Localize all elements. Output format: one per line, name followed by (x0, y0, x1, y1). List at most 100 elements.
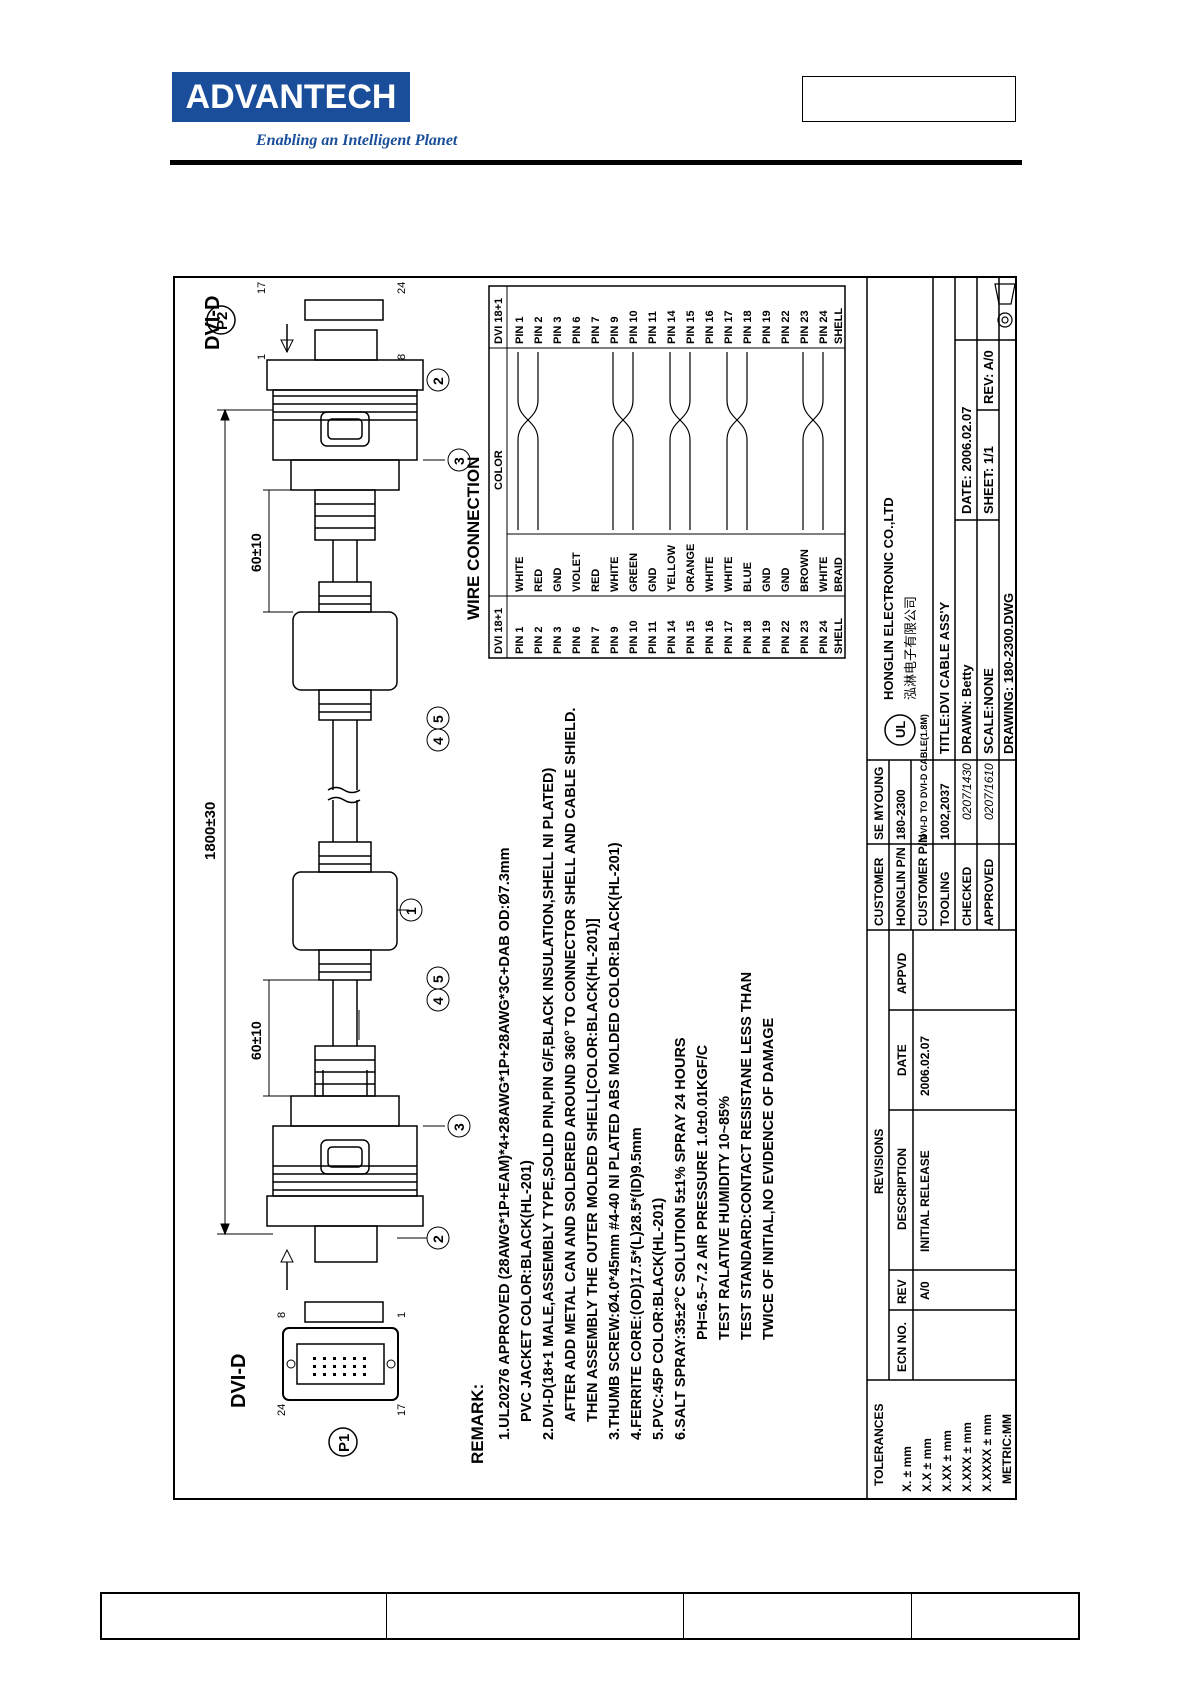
svg-text:PIN 16: PIN 16 (704, 620, 716, 654)
svg-text:WHITE: WHITE (818, 557, 830, 592)
remark-line-4: AFTER ADD METAL CAN AND SOLDERED AROUND … (563, 708, 579, 1422)
p1-ref: P1 (336, 1434, 353, 1452)
svg-text:PIN 17: PIN 17 (723, 310, 735, 344)
p1-ref-circle (328, 1427, 358, 1457)
svg-text:0207/1610: 0207/1610 (982, 763, 996, 820)
svg-text:DESCRIPTION: DESCRIPTION (895, 1148, 909, 1230)
p1-pin-1: 1 (396, 1312, 408, 1318)
header-divider (170, 160, 1022, 165)
svg-text:X.X ± mm: X.X ± mm (920, 1438, 934, 1492)
p1-connector-face (282, 1327, 399, 1401)
svg-text:GND: GND (552, 568, 564, 593)
footer-cell (387, 1594, 684, 1638)
svg-text:PIN 23: PIN 23 (799, 310, 811, 344)
svg-text:PIN 18: PIN 18 (742, 310, 754, 344)
svg-text:WHITE: WHITE (723, 557, 735, 592)
svg-text:ORANGE: ORANGE (685, 544, 697, 592)
svg-text:2: 2 (430, 1235, 446, 1243)
p1-pin-8: 8 (276, 1312, 288, 1318)
remark-line-10: PH=6.5~7.2 AIR PRESSURE 1.0±0.01KGF/C (695, 1044, 711, 1340)
drawing-border (173, 276, 1017, 1500)
projection-symbol-icon (994, 283, 1016, 328)
svg-text:PIN 6: PIN 6 (571, 316, 583, 344)
svg-text:BRAID: BRAID (833, 557, 845, 592)
svg-text:PIN 1: PIN 1 (514, 626, 526, 654)
drawing-title: TITLE:DVI CABLE ASS'Y (937, 602, 952, 754)
p2-ref-circle (206, 305, 236, 335)
advantech-logo: ADVANTECH (172, 72, 410, 122)
svg-text:1002,2037: 1002,2037 (938, 783, 952, 840)
svg-text:1: 1 (403, 907, 419, 915)
svg-text:DVI-D TO DVI-D CABLE(1.8M): DVI-D TO DVI-D CABLE(1.8M) (919, 714, 929, 840)
svg-text:APPVD: APPVD (895, 952, 909, 994)
svg-text:PIN 22: PIN 22 (780, 310, 792, 344)
svg-text:PIN 6: PIN 6 (571, 626, 583, 654)
svg-text:3: 3 (451, 1123, 467, 1131)
svg-text:DVI 18+1: DVI 18+1 (493, 608, 505, 654)
p1-pin-17: 17 (396, 1404, 408, 1416)
svg-text:A/0: A/0 (918, 1281, 932, 1300)
svg-text:PIN 7: PIN 7 (590, 626, 602, 654)
svg-text:PIN 15: PIN 15 (685, 620, 697, 654)
svg-text:X. ± mm: X. ± mm (900, 1446, 914, 1492)
svg-text:UL: UL (893, 721, 908, 738)
svg-text:PIN 14: PIN 14 (666, 619, 678, 654)
svg-text:INITIAL RELEASE: INITIAL RELEASE (918, 1150, 932, 1252)
svg-text:CUSTOMER: CUSTOMER (872, 857, 886, 926)
svg-text:PIN 2: PIN 2 (533, 316, 545, 344)
svg-text:BLUE: BLUE (742, 562, 754, 592)
svg-text:GND: GND (780, 568, 792, 593)
svg-text:PIN 7: PIN 7 (590, 316, 602, 344)
svg-text:X.XXXX ± mm: X.XXXX ± mm (980, 1414, 994, 1492)
svg-text:RED: RED (533, 569, 545, 592)
svg-text:DATE: DATE (895, 1044, 909, 1076)
drawing-number: DRAWING: 180-2300.DWG (1001, 593, 1016, 754)
overall-length-dim: 1800±30 (202, 802, 219, 860)
title-block (866, 276, 1017, 1500)
svg-text:RED: RED (590, 569, 602, 592)
p1-dust-cap (304, 1301, 384, 1323)
right-boot-dim: 60±10 (248, 533, 264, 572)
title-block-text: TOLERANCES X. ± mm X.X ± mm X.XX ± mm X.… (872, 283, 1016, 1492)
footer-cell (684, 1594, 912, 1638)
svg-text:PIN 19: PIN 19 (761, 620, 773, 654)
drawing-scale: SCALE:NONE (981, 668, 996, 754)
svg-text:WHITE: WHITE (609, 557, 621, 592)
remark-line-9: 6.SALT SPRAY:35±2°C SOLUTION 5±1% SPRAY … (673, 1037, 689, 1440)
svg-text:TOOLING: TOOLING (938, 872, 952, 926)
remark-line-7: 4.FERRITE CORE:(OD)17.5*(L)28.5*(ID)9.5m… (629, 1127, 645, 1440)
svg-text:SHELL: SHELL (833, 308, 845, 344)
cable-assembly-drawing: DVI-D P1 24 8 17 1 (173, 276, 1017, 1500)
svg-text:GND: GND (761, 568, 773, 593)
dimension-lines (217, 408, 319, 1236)
company-name-cn: 泓淋电子有限公司 (903, 596, 918, 700)
footer-table (100, 1592, 1080, 1640)
remark-line-3: 2.DVI-D(18+1 MALE,ASSEMBLY TYPE,SOLID PI… (541, 768, 557, 1440)
footer-cell (912, 1594, 1078, 1638)
document-number-box (802, 76, 1016, 122)
remark-line-5: THEN ASSEMBLY THE OUTER MOLDED SHELL[COL… (585, 918, 601, 1422)
p1-direction-arrow (280, 1248, 294, 1290)
svg-text:CUSTOMER P/N: CUSTOMER P/N (916, 834, 930, 926)
drawn-by: DRAWN: Betty (959, 664, 974, 754)
svg-text:PIN 11: PIN 11 (647, 621, 659, 654)
p2-pin-17: 17 (256, 282, 268, 294)
svg-text:REV: REV (895, 1279, 909, 1304)
svg-text:0207/1430: 0207/1430 (960, 763, 974, 820)
remark-line-8: 5.PVC:45P COLOR:BLACK(HL-201) (651, 1198, 667, 1440)
svg-text:PIN 16: PIN 16 (704, 310, 716, 344)
svg-text:ECN NO.: ECN NO. (895, 1322, 909, 1372)
svg-text:WHITE: WHITE (704, 557, 716, 592)
svg-text:HONGLIN P/N: HONGLIN P/N (894, 847, 908, 926)
svg-text:WHITE: WHITE (514, 557, 526, 592)
remark-line-2: PVC JACKET COLOR:BLACK(HL-201) (519, 1160, 535, 1422)
svg-text:SHELL: SHELL (833, 618, 845, 654)
p2-pin-24: 24 (396, 282, 408, 294)
svg-text:180-2300: 180-2300 (894, 789, 908, 840)
cable-segment (292, 540, 398, 1046)
svg-text:4: 4 (430, 737, 446, 745)
svg-text:GND: GND (647, 568, 659, 593)
svg-text:APPROVED: APPROVED (982, 858, 996, 926)
p1-connector-label: DVI-D (228, 1354, 250, 1408)
svg-text:COLOR: COLOR (493, 450, 505, 490)
